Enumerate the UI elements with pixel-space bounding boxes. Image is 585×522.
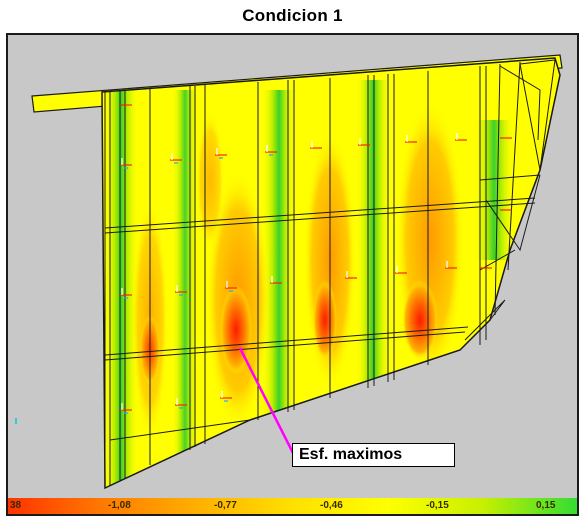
scale-tick-5: 0,15	[536, 500, 556, 511]
scale-tick-0: 38	[10, 500, 22, 511]
bow-detail	[464, 59, 556, 341]
hull-outline	[101, 57, 561, 490]
annotation-label: Esf. maximos	[292, 443, 455, 467]
annotation-leader-line	[238, 347, 296, 456]
scale-tick-3: -0,46	[320, 500, 343, 511]
scale-tick-1: -1,08	[108, 500, 131, 511]
nodal-markers	[120, 104, 512, 414]
scale-tick-2: -0,77	[214, 500, 237, 511]
stringers	[104, 174, 541, 441]
chart-title: Condicion 1	[242, 6, 343, 25]
color-scale-bar	[8, 498, 577, 514]
scale-tick-4: -0,15	[426, 500, 449, 511]
